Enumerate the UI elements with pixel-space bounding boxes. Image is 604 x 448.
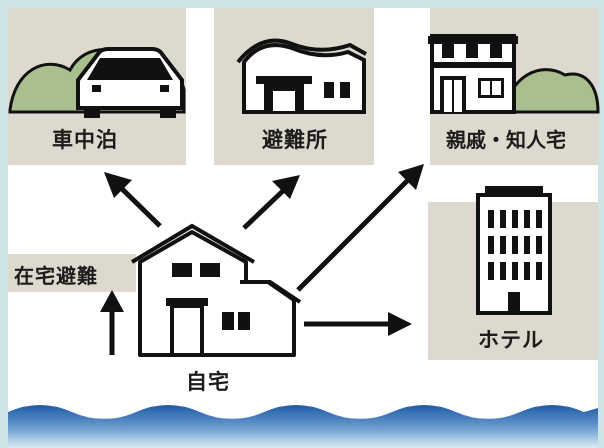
home-house-icon <box>130 223 302 357</box>
label-hotel: ホテル <box>478 328 544 352</box>
hotel-building-icon <box>476 186 552 315</box>
label-home: 自宅 <box>186 370 230 394</box>
arrow-to-home-shelter <box>100 290 124 355</box>
shelter-building-icon <box>236 38 367 114</box>
arrow-to-car <box>104 172 162 228</box>
label-shelter: 避難所 <box>262 128 328 152</box>
flood-water <box>8 405 598 448</box>
arrow-to-relatives <box>296 164 424 292</box>
label-home-shelter: 在宅避難 <box>14 264 98 288</box>
car-icon <box>76 47 184 118</box>
arrow-to-hotel <box>304 312 412 336</box>
label-relatives: 親戚・知人宅 <box>446 128 566 152</box>
label-car: 車中泊 <box>52 128 118 152</box>
relatives-house-icon <box>428 34 600 114</box>
card-home-shelter <box>8 254 136 292</box>
arrows <box>100 164 424 355</box>
arrow-to-shelter <box>242 175 300 230</box>
